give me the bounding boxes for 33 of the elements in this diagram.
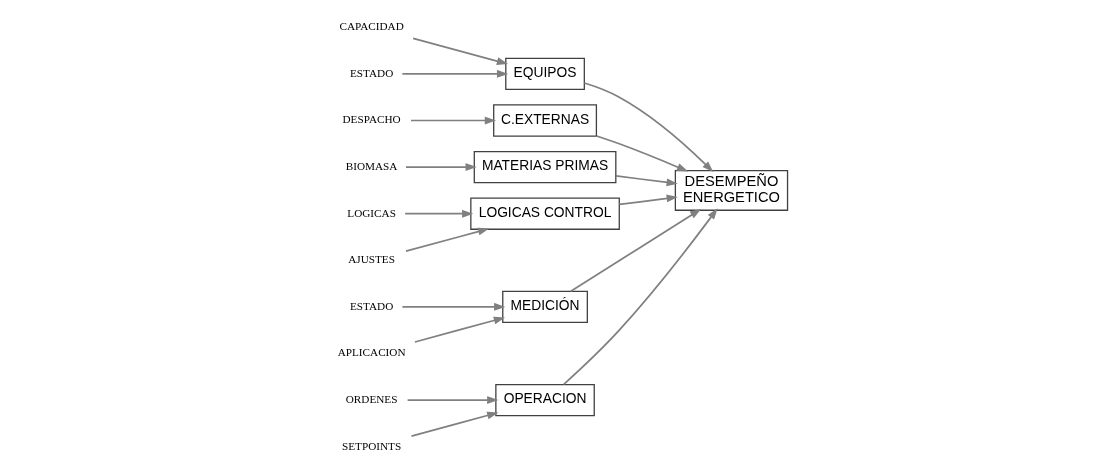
arrow <box>614 175 678 187</box>
arrow <box>595 135 688 172</box>
arrow <box>562 208 718 386</box>
arrow <box>569 208 701 293</box>
node-box: MEDICIÓN <box>501 290 588 324</box>
arrow <box>406 396 498 405</box>
arrow <box>401 302 505 311</box>
node-text: SETPOINTS <box>341 439 401 452</box>
node-text: ESTADO <box>349 66 393 79</box>
node-text: BIOMASA <box>345 160 397 173</box>
arrow <box>618 194 678 206</box>
arrow <box>401 69 508 78</box>
arrow <box>583 82 713 173</box>
arrow <box>410 411 498 437</box>
node-text: DESPACHO <box>342 113 401 126</box>
node-box: DESEMPEÑO ENERGETICO <box>674 169 788 211</box>
arrow <box>411 37 508 65</box>
node-box: OPERACION <box>494 383 595 417</box>
node-text: CAPACIDAD <box>338 20 404 33</box>
node-box: MATERIAS PRIMAS <box>473 150 616 184</box>
node-text: ORDENES <box>345 393 397 406</box>
arrow <box>403 209 473 218</box>
node-box: LOGICAS CONTROL <box>469 197 620 230</box>
node-text: AJUSTES <box>347 253 395 266</box>
arrow <box>404 227 489 253</box>
node-text: LOGICAS <box>346 206 396 219</box>
arrow <box>404 163 477 172</box>
arrow <box>409 116 496 125</box>
node-text: ESTADO <box>349 299 393 312</box>
node-box: C.EXTERNAS <box>492 104 597 137</box>
node-text: APLICACION <box>337 346 406 359</box>
arrow <box>413 316 505 343</box>
node-box: EQUIPOS <box>504 57 585 91</box>
